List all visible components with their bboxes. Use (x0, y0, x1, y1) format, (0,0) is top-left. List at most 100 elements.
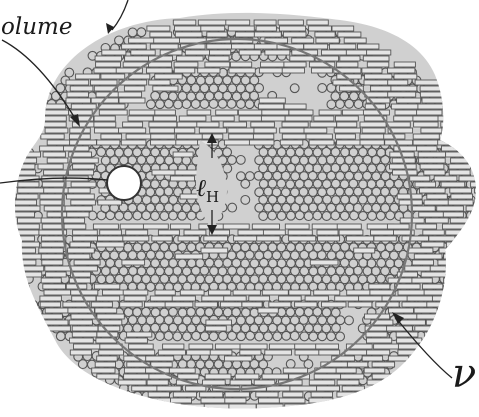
rod-particle (205, 374, 231, 379)
rod-particle (223, 224, 249, 229)
rod-particle (402, 236, 429, 241)
rod-particle (95, 308, 117, 313)
rod-particle (332, 26, 354, 31)
rod-particle (123, 236, 149, 241)
rod-particle (249, 140, 274, 145)
rod-particle (424, 200, 451, 205)
rod-particle (202, 296, 226, 301)
rod-particle (426, 338, 449, 343)
rod-particle (410, 176, 430, 181)
rod-particle (185, 50, 213, 55)
rod-particle (207, 32, 227, 37)
rod-particle (92, 368, 115, 373)
rod-particle (41, 254, 63, 259)
rod-particle (304, 128, 327, 133)
top-leader-line (112, 0, 128, 30)
rod-particle (429, 236, 456, 241)
rod-particle (347, 362, 367, 367)
rod-particle (70, 86, 93, 91)
spherical-particle (457, 274, 466, 283)
rod-particle (69, 320, 92, 325)
rod-particle (175, 32, 202, 37)
rod-particle (450, 188, 472, 193)
rod-particle (72, 326, 98, 331)
rod-particle (254, 32, 281, 37)
rod-particle (198, 68, 220, 73)
rod-particle (98, 326, 120, 331)
rod-particle (295, 302, 317, 307)
rod-particle (309, 398, 333, 403)
rod-particle (285, 224, 309, 229)
rod-particle (295, 344, 317, 349)
rod-particle (44, 188, 70, 193)
rod-particle (282, 134, 307, 139)
rod-particle (71, 182, 96, 187)
rod-particle (70, 338, 94, 343)
rod-particle (278, 20, 303, 25)
rod-particle (184, 230, 206, 235)
spherical-particle (38, 100, 47, 109)
rod-particle (101, 134, 122, 139)
rod-particle (446, 230, 472, 235)
rod-particle (70, 350, 91, 355)
rod-particle (318, 236, 340, 241)
rod-particle (288, 230, 312, 235)
rod-particle (256, 26, 276, 31)
rod-particle (155, 74, 183, 79)
rod-particle (309, 26, 332, 31)
rod-particle (358, 44, 379, 49)
rod-particle (43, 152, 65, 157)
spherical-particle (462, 235, 471, 244)
rod-particle (285, 116, 312, 121)
rod-particle (97, 356, 118, 361)
rod-particle (341, 398, 362, 403)
rod-particle (126, 230, 148, 235)
rod-particle (119, 128, 146, 133)
rod-particle (419, 212, 445, 217)
rod-particle (234, 236, 257, 241)
rod-particle (354, 248, 375, 253)
rod-particle (229, 404, 256, 409)
rod-particle (174, 128, 194, 133)
rod-particle (96, 62, 121, 67)
rod-particle (374, 344, 400, 349)
rod-particle (421, 128, 447, 133)
rod-particle (68, 188, 90, 193)
rod-particle (335, 116, 358, 121)
rod-particle (346, 236, 373, 241)
pore-hole (107, 166, 141, 200)
rod-particle (42, 236, 66, 241)
rod-particle (64, 224, 86, 229)
rod-particle (40, 200, 64, 205)
rod-particle (40, 296, 62, 301)
rod-particle (388, 92, 416, 97)
rod-particle (41, 242, 66, 247)
length-subscript: H (206, 188, 219, 206)
rod-particle (305, 296, 328, 301)
rod-particle (283, 368, 307, 373)
rod-particle (402, 302, 429, 307)
rod-particle (150, 296, 174, 301)
rod-particle (91, 302, 112, 307)
rod-particle (238, 230, 265, 235)
rod-particle (94, 122, 116, 127)
rod-particle (71, 158, 98, 163)
rod-particle (149, 398, 173, 403)
rod-particle (279, 398, 305, 403)
rod-particle (372, 362, 395, 367)
rod-particle (224, 296, 247, 301)
rod-particle (225, 356, 252, 361)
rod-particle (47, 326, 70, 331)
spherical-particle (458, 259, 467, 268)
rod-particle (73, 236, 100, 241)
rod-particle (397, 98, 421, 103)
rod-particle (344, 38, 366, 43)
rod-particle (424, 290, 450, 295)
rod-particle (95, 128, 121, 133)
rod-particle (314, 404, 339, 409)
rod-particle (341, 374, 364, 379)
rod-particle (304, 44, 328, 49)
rod-particle (124, 374, 151, 379)
rod-particle (337, 62, 358, 67)
rod-particle (74, 344, 101, 349)
